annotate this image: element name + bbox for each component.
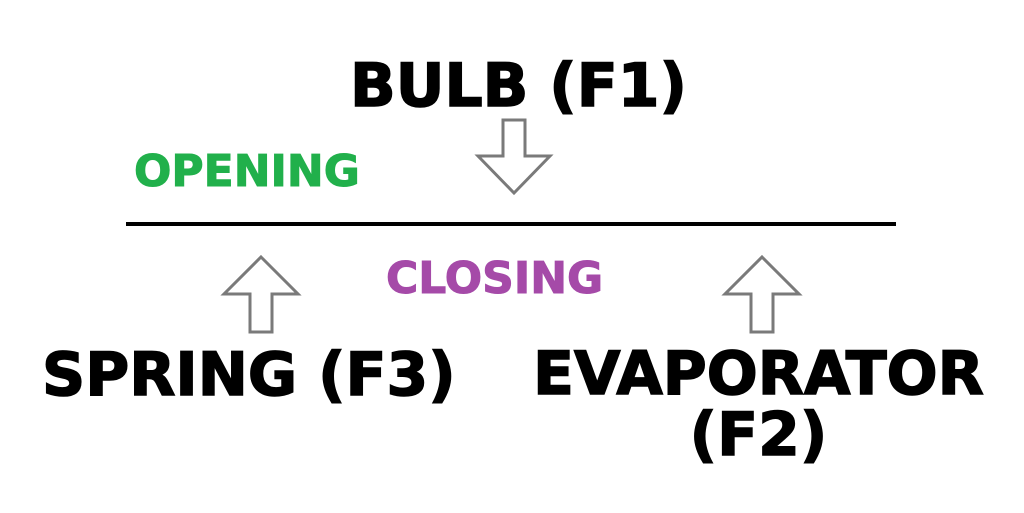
arrow-down-icon xyxy=(474,118,554,196)
evaporator-label-line1: EVAPORATOR xyxy=(532,339,984,409)
spring-force-label: SPRING (F3) xyxy=(41,340,456,410)
arrow-up-icon xyxy=(721,255,803,334)
bulb-force-label: BULB (F1) xyxy=(349,51,687,121)
arrow-up-icon xyxy=(220,255,302,334)
divider-line xyxy=(126,222,896,226)
evaporator-force-label: EVAPORATOR (F2) xyxy=(532,339,984,471)
evaporator-label-line2: (F2) xyxy=(689,400,828,471)
closing-label: CLOSING xyxy=(385,253,604,304)
opening-label: OPENING xyxy=(134,146,361,197)
